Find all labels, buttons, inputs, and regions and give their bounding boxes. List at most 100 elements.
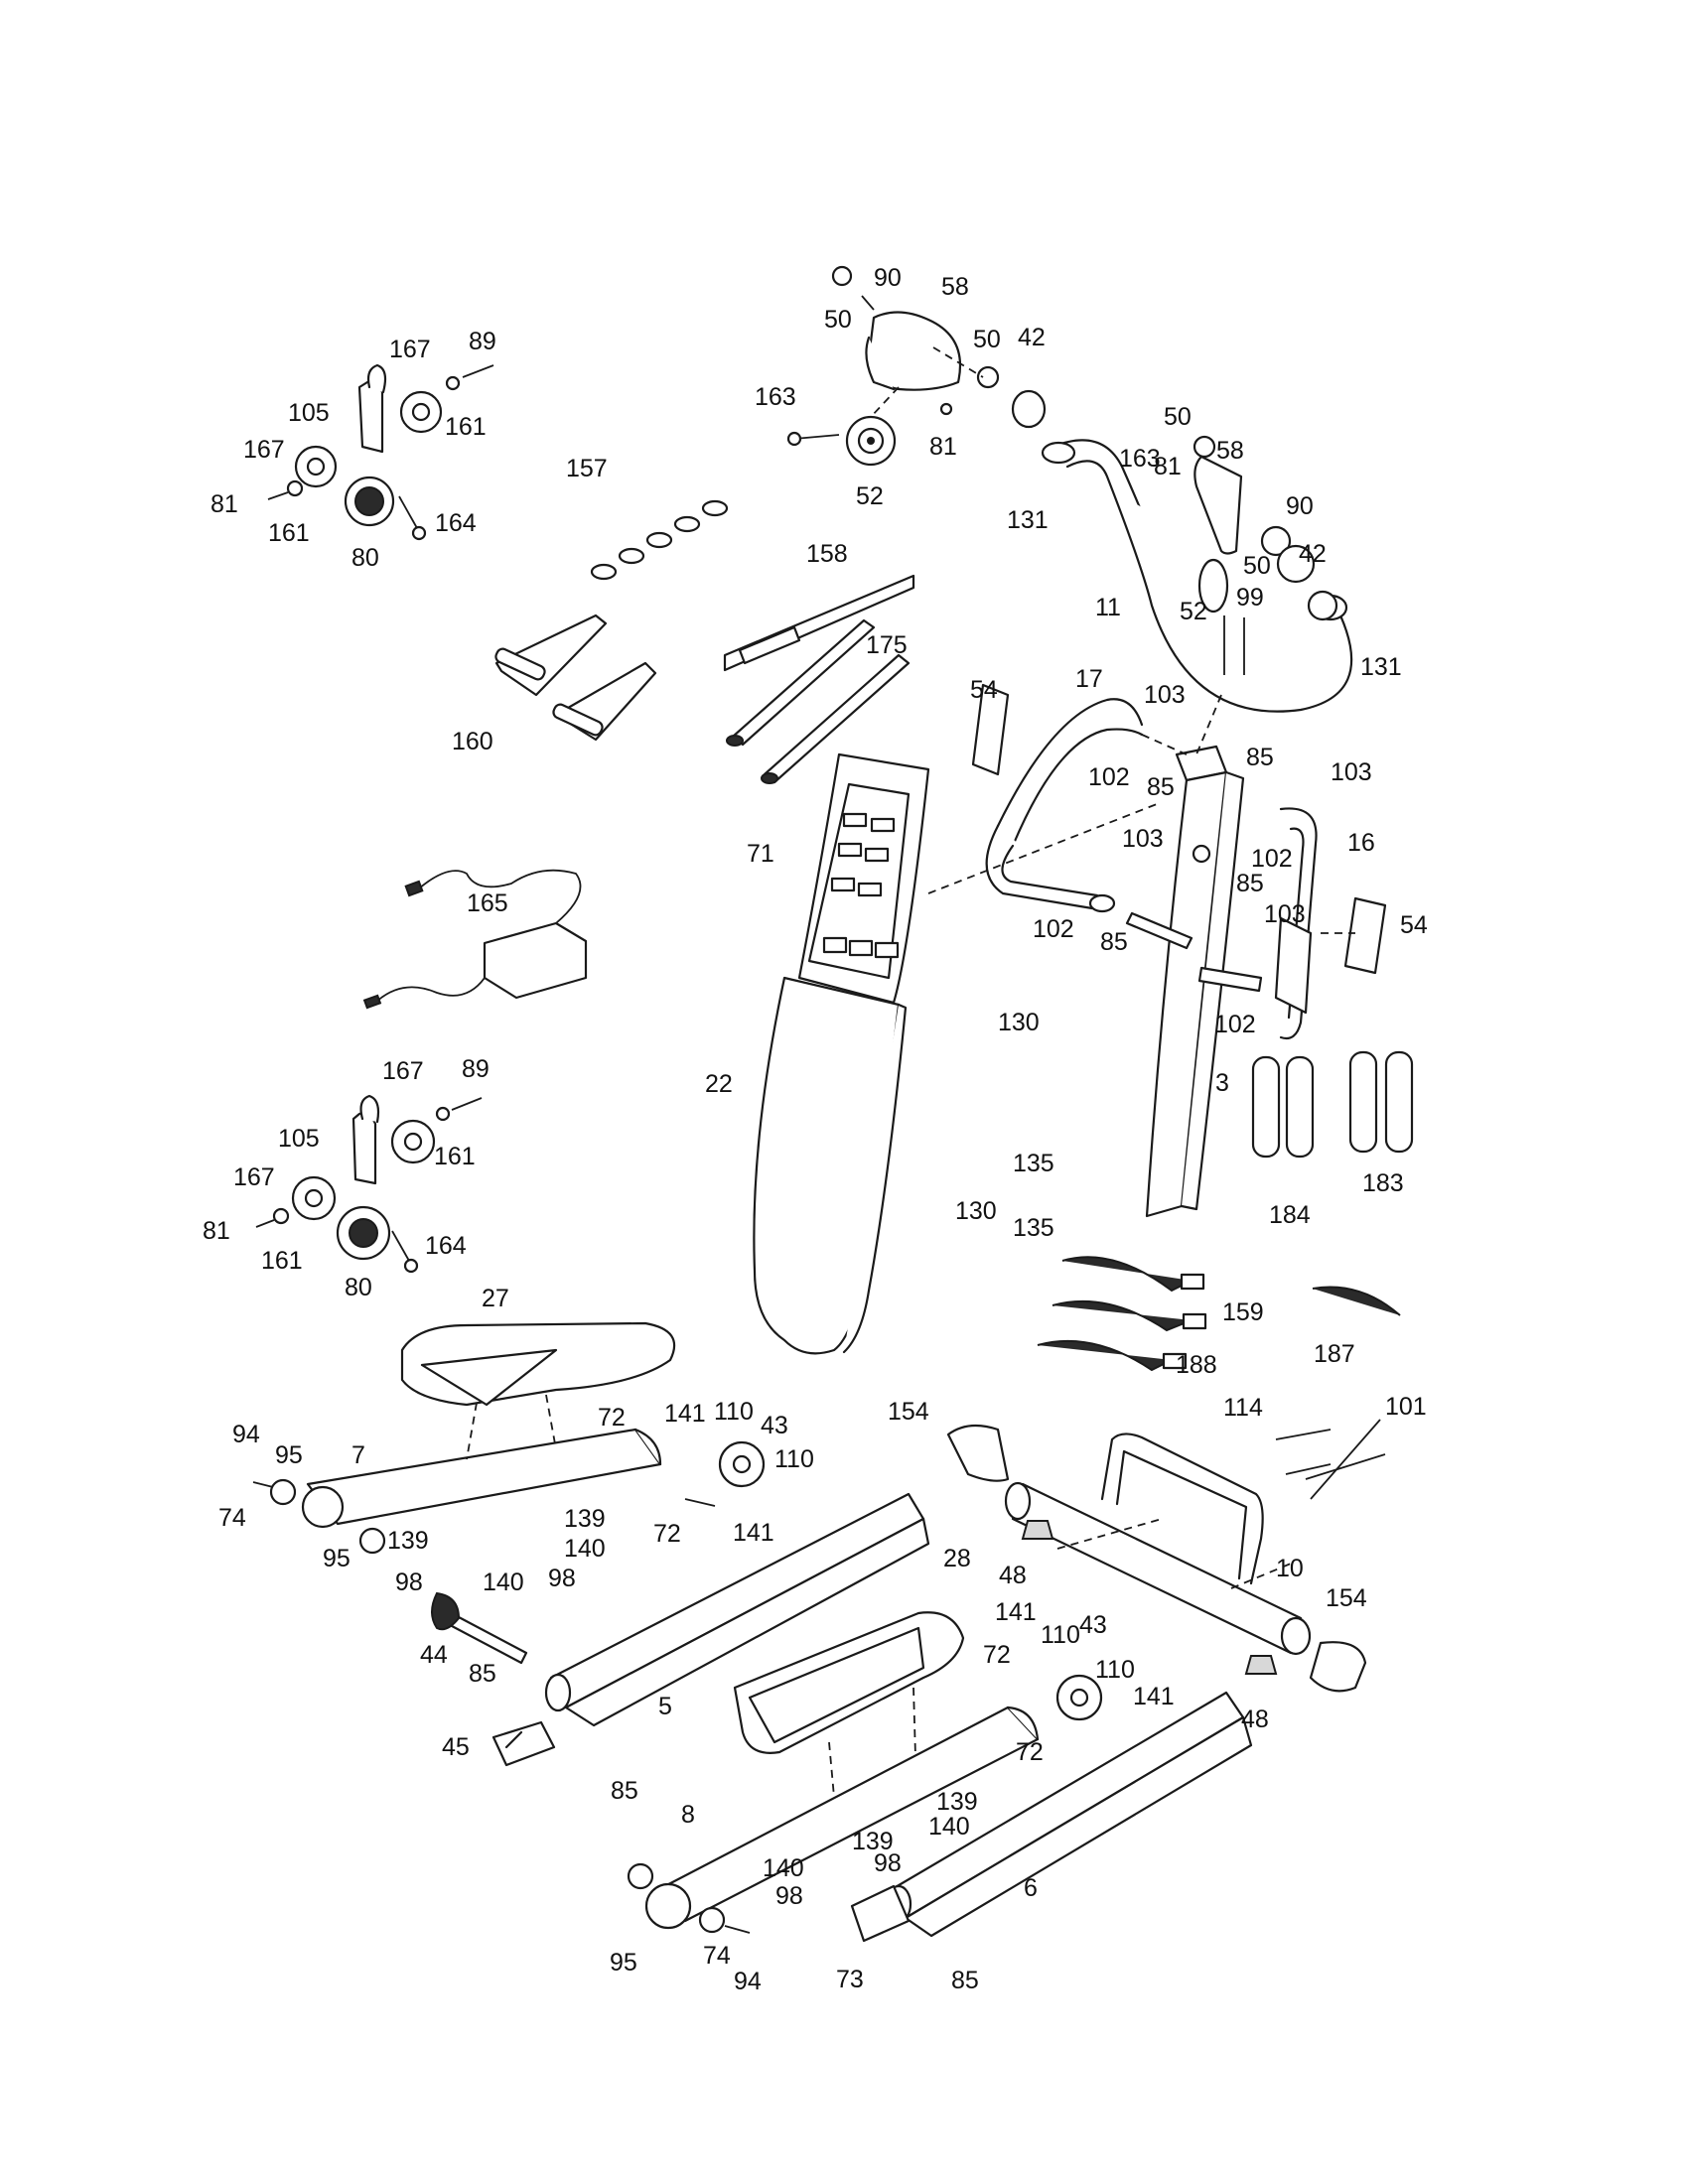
callout-c164a: 164 xyxy=(435,509,477,537)
callout-c167c: 167 xyxy=(382,1057,424,1085)
callout-c85d: 85 xyxy=(1100,928,1128,956)
left-foot-cap xyxy=(491,1720,556,1767)
upper-pulley-assembly xyxy=(786,265,1047,467)
callout-c164b: 164 xyxy=(425,1232,467,1260)
callout-c72b: 72 xyxy=(653,1520,681,1548)
handlebar-frame xyxy=(1041,435,1353,713)
callout-c161c: 161 xyxy=(434,1143,476,1170)
callout-c161b: 161 xyxy=(268,519,310,547)
callout-c131b: 131 xyxy=(1360,653,1402,681)
callout-c167a: 167 xyxy=(389,336,431,363)
callout-c8: 8 xyxy=(681,1801,695,1829)
callout-c98d: 98 xyxy=(775,1882,803,1910)
callout-c141c: 141 xyxy=(995,1598,1037,1626)
callout-c5: 5 xyxy=(658,1693,672,1720)
callout-c175: 175 xyxy=(866,631,908,659)
callout-c48a: 48 xyxy=(999,1562,1027,1589)
callout-c105b: 105 xyxy=(278,1125,320,1153)
callout-c90a: 90 xyxy=(874,264,902,292)
grip-tubes xyxy=(1251,1050,1414,1159)
callout-c58a: 58 xyxy=(941,273,969,301)
callout-c58b: 58 xyxy=(1216,437,1244,465)
power-adapter xyxy=(362,869,588,1010)
callout-c167b: 167 xyxy=(243,436,285,464)
callout-c188: 188 xyxy=(1176,1351,1217,1379)
callout-c98a: 98 xyxy=(395,1569,423,1596)
callout-c165: 165 xyxy=(467,889,508,917)
callout-c11: 11 xyxy=(1095,594,1121,621)
right-pedal-and-arm xyxy=(627,1611,1103,1934)
callout-c85f: 85 xyxy=(611,1777,638,1805)
callout-c187: 187 xyxy=(1314,1340,1355,1368)
upright-frame xyxy=(927,683,1387,1218)
callout-c90b: 90 xyxy=(1286,492,1314,520)
callout-c7: 7 xyxy=(351,1441,365,1469)
callout-c161a: 161 xyxy=(445,413,487,441)
callout-c102d: 102 xyxy=(1214,1011,1256,1038)
callout-c52a: 52 xyxy=(856,482,884,510)
callout-c130a: 130 xyxy=(998,1009,1040,1036)
callout-c163a: 163 xyxy=(755,383,796,411)
callout-c85g: 85 xyxy=(951,1967,979,1994)
callout-c44: 44 xyxy=(420,1641,448,1669)
right-rail xyxy=(850,1691,1253,1943)
callout-c95b: 95 xyxy=(323,1545,351,1572)
callout-c141b: 141 xyxy=(733,1519,774,1547)
callout-c99: 99 xyxy=(1236,584,1264,612)
callout-c140c: 140 xyxy=(928,1813,970,1841)
callout-c184: 184 xyxy=(1269,1201,1311,1229)
callout-c94a: 94 xyxy=(232,1421,260,1448)
callout-c28: 28 xyxy=(943,1545,971,1572)
callout-c139a: 139 xyxy=(564,1505,606,1533)
callout-c50c: 50 xyxy=(1164,403,1192,431)
callout-c105a: 105 xyxy=(288,399,330,427)
callout-c139c: 139 xyxy=(936,1788,978,1816)
callout-c131a: 131 xyxy=(1007,506,1049,534)
left-rail xyxy=(544,1492,930,1727)
callout-c73: 73 xyxy=(836,1966,864,1993)
callout-c103c: 103 xyxy=(1122,825,1164,853)
callout-c102c: 102 xyxy=(1033,915,1074,943)
callout-c72d: 72 xyxy=(1016,1738,1044,1766)
callout-c72c: 72 xyxy=(983,1641,1011,1669)
left-pedal-and-arm xyxy=(252,1321,766,1555)
callout-c135a: 135 xyxy=(1013,1150,1054,1177)
callout-c139d: 139 xyxy=(852,1828,894,1855)
callout-c85b: 85 xyxy=(1246,744,1274,771)
callout-c160: 160 xyxy=(452,728,493,755)
callout-c103b: 103 xyxy=(1331,758,1372,786)
front-stabilizer xyxy=(946,1419,1386,1693)
callout-c161d: 161 xyxy=(261,1247,303,1275)
callout-c114: 114 xyxy=(1223,1394,1263,1422)
callout-c81d: 81 xyxy=(203,1217,230,1245)
callout-c89a: 89 xyxy=(469,328,496,355)
callout-c71: 71 xyxy=(747,840,774,868)
callout-c54b: 54 xyxy=(1400,911,1428,939)
callout-c94b: 94 xyxy=(734,1968,762,1995)
callout-c81c: 81 xyxy=(210,490,238,518)
callout-c98c: 98 xyxy=(874,1849,902,1877)
callout-c103a: 103 xyxy=(1144,681,1186,709)
callout-c43b: 43 xyxy=(1079,1611,1107,1639)
callout-c101: 101 xyxy=(1385,1393,1427,1421)
knob-axle xyxy=(431,1591,528,1665)
callout-c22: 22 xyxy=(705,1070,733,1098)
callout-c110c: 110 xyxy=(1041,1621,1080,1649)
strap-and-handles xyxy=(494,574,915,784)
callout-c110d: 110 xyxy=(1095,1656,1135,1684)
cable-clips xyxy=(590,499,729,581)
callout-c85a: 85 xyxy=(1147,773,1175,801)
callout-c95a: 95 xyxy=(275,1441,303,1469)
callout-c154a: 154 xyxy=(888,1398,929,1426)
callout-c102b: 102 xyxy=(1251,845,1293,873)
callout-c130b: 130 xyxy=(955,1197,997,1225)
callout-c98b: 98 xyxy=(548,1565,576,1592)
callout-c157: 157 xyxy=(566,455,608,482)
callout-c50b: 50 xyxy=(973,326,1001,353)
callout-c158: 158 xyxy=(806,540,848,568)
callout-c163b: 163 xyxy=(1119,445,1161,473)
console xyxy=(797,752,930,1005)
callout-c141a: 141 xyxy=(664,1400,706,1428)
